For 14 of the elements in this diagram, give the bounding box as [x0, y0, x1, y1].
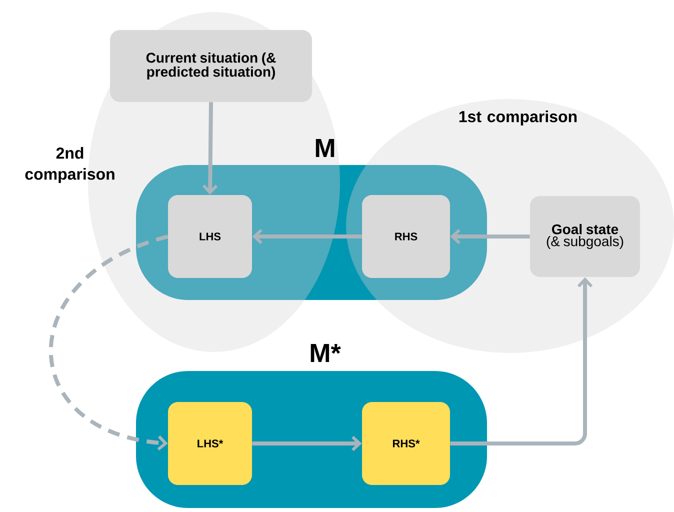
module-title: M [316, 139, 334, 157]
arrow [450, 277, 593, 446]
comparison-label: 1st comparison [459, 110, 577, 126]
situation-box: LHS [168, 195, 252, 278]
comparison-label: 2nd comparison [25, 147, 114, 183]
arrow [49, 234, 168, 451]
situation-box: RHS [362, 195, 450, 278]
arrow [450, 228, 530, 244]
arrow [202, 102, 218, 195]
situation-box: Current situation (& predicted situation) [110, 30, 312, 102]
arrow [252, 228, 362, 244]
module-title: M* [310, 344, 341, 362]
situation-box: Goal state (& subgoals) [530, 196, 640, 277]
arrow [252, 436, 362, 452]
